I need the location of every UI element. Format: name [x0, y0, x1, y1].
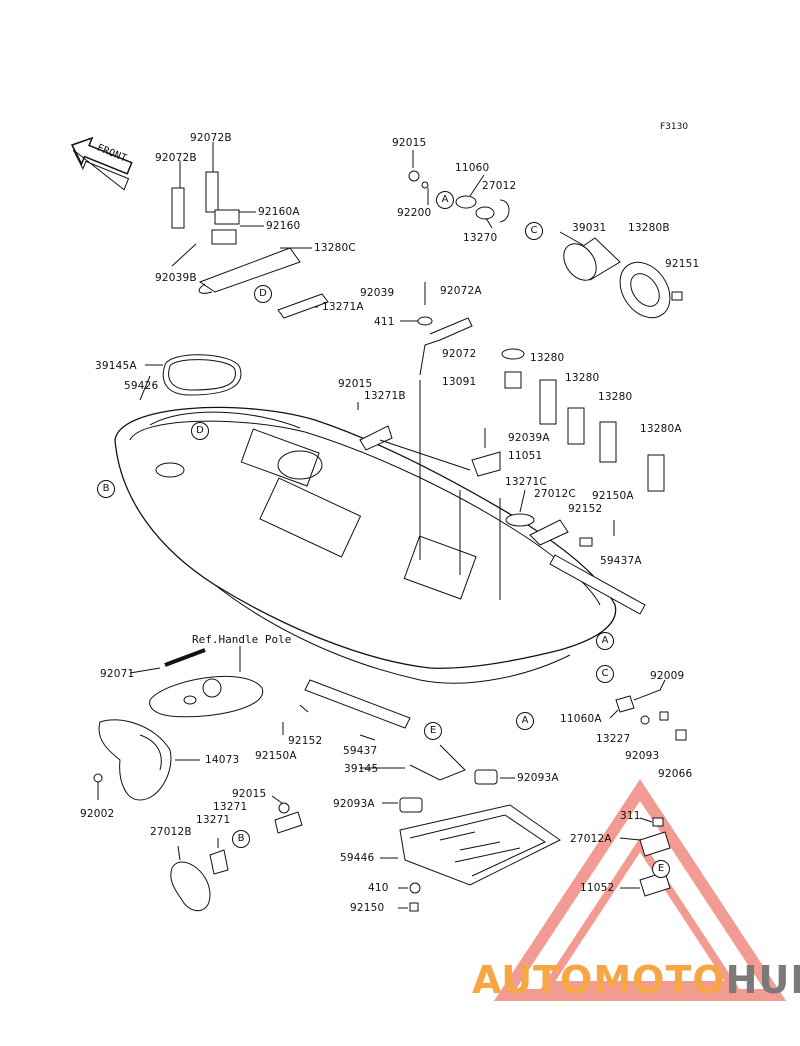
part-label: 92072: [442, 348, 477, 360]
part-label: 14073: [205, 754, 240, 766]
part-label: 92039B: [155, 272, 197, 284]
part-label: 92072B: [155, 152, 197, 164]
part-label: 13271C: [505, 476, 547, 488]
part-label: 92039: [360, 287, 395, 299]
part-label: 59426: [124, 380, 159, 392]
part-label: 13280: [565, 372, 600, 384]
part-label: 411: [374, 316, 395, 328]
watermark-logo: AUTOMOTOHUB: [472, 958, 800, 1002]
part-label: 11060A: [560, 713, 602, 725]
watermark-triangle: [493, 779, 787, 1001]
part-label: 92039A: [508, 432, 550, 444]
part-label: 59437A: [600, 555, 642, 567]
part-label: 92015: [232, 788, 267, 800]
part-label: 92071: [100, 668, 135, 680]
front-arrow-icon: [70, 136, 133, 191]
ref-handle-pole-note: Ref.Handle Pole: [192, 633, 292, 646]
part-label: 39145: [344, 763, 379, 775]
callout-a: A: [436, 191, 454, 209]
diagram-code: F3130: [660, 122, 689, 132]
callout-b: B: [97, 480, 115, 498]
part-label: 92200: [397, 207, 432, 219]
part-label: 92150A: [592, 490, 634, 502]
part-label: 13280: [530, 352, 565, 364]
part-label: 11052: [580, 882, 615, 894]
part-label: 92160: [266, 220, 301, 232]
callout-c: C: [596, 665, 614, 683]
part-label: 13280A: [640, 423, 682, 435]
part-label: 13280C: [314, 242, 356, 254]
part-label: 11051: [508, 450, 543, 462]
part-label: 92093A: [333, 798, 375, 810]
callout-b: B: [232, 830, 250, 848]
part-label: 92009: [650, 670, 685, 682]
part-label: 27012: [482, 180, 517, 192]
callout-a: A: [596, 632, 614, 650]
part-label: 13280: [598, 391, 633, 403]
callout-e: E: [652, 860, 670, 878]
part-label: 311: [620, 810, 641, 822]
callout-e: E: [424, 722, 442, 740]
part-label: 92066: [658, 768, 693, 780]
part-label: 13091: [442, 376, 477, 388]
part-label: 92072A: [440, 285, 482, 297]
part-label: 27012B: [150, 826, 192, 838]
part-label: 92160A: [258, 206, 300, 218]
part-label: 92072B: [190, 132, 232, 144]
part-label: 13271: [213, 801, 248, 813]
part-label: 13271B: [364, 390, 406, 402]
part-label: 92150: [350, 902, 385, 914]
part-label: 92151: [665, 258, 700, 270]
part-label: 92152: [288, 735, 323, 747]
part-label: 39031: [572, 222, 607, 234]
callout-a: A: [516, 712, 534, 730]
part-label: 92152: [568, 503, 603, 515]
part-label: 59446: [340, 852, 375, 864]
part-label: 410: [368, 882, 389, 894]
part-label: 13270: [463, 232, 498, 244]
part-label: 39145A: [95, 360, 137, 372]
callout-d: D: [254, 285, 272, 303]
watermark-text-auto: AUTOMOTO: [472, 958, 726, 1002]
part-label: 92150A: [255, 750, 297, 762]
part-label: 13227: [596, 733, 631, 745]
part-label: 13271: [196, 814, 231, 826]
part-label: 92002: [80, 808, 115, 820]
part-label: 13271A: [322, 301, 364, 313]
part-label: 92093: [625, 750, 660, 762]
part-label: 13280B: [628, 222, 670, 234]
part-label: 11060: [455, 162, 490, 174]
part-label: 92015: [338, 378, 373, 390]
part-label: 92015: [392, 137, 427, 149]
part-label: 59437: [343, 745, 378, 757]
callout-c: C: [525, 222, 543, 240]
callout-d: D: [191, 422, 209, 440]
part-label: 27012A: [570, 833, 612, 845]
part-label: 27012C: [534, 488, 576, 500]
watermark-text-hub: HUB: [725, 958, 800, 1002]
part-label: 92093A: [517, 772, 559, 784]
